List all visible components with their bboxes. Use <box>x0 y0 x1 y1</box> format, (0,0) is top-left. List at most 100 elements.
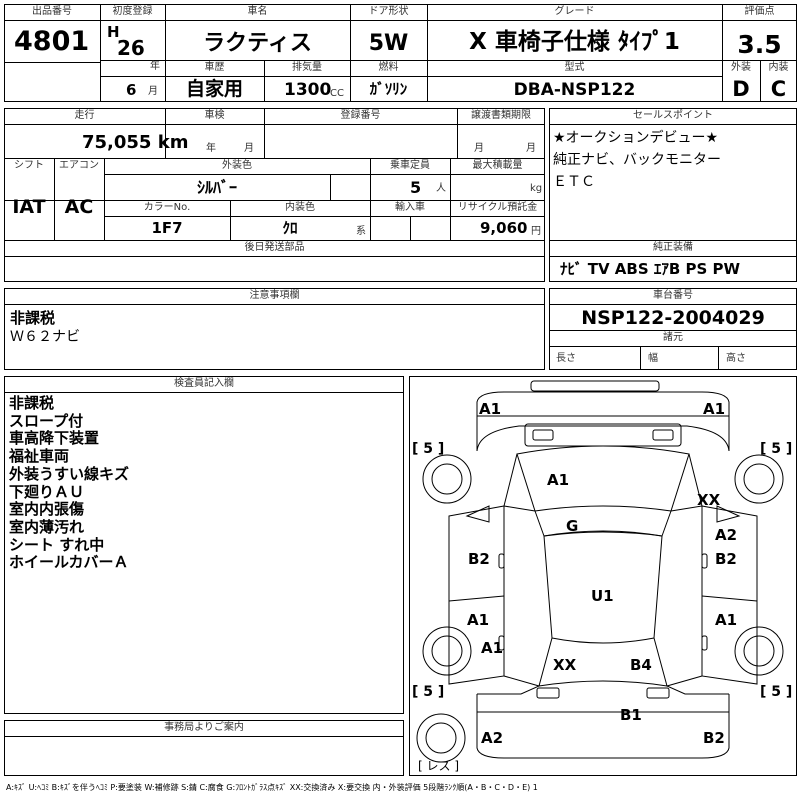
ext-color-label: 外装色 <box>222 160 252 171</box>
inspection-month: 月 <box>244 143 254 154</box>
transfer-day: 月 <box>526 143 536 154</box>
front-panel-shape <box>476 391 730 417</box>
damage-mark: XX <box>553 656 577 674</box>
damage-mark: A1 <box>703 400 726 418</box>
inspector-note: スロープ付 <box>9 411 84 430</box>
tire-depth-rear-right: [ 5 ] <box>760 684 793 700</box>
car-diagram <box>416 380 784 763</box>
damage-mark: B2 <box>703 729 725 747</box>
post-parts-label: 後日発送部品 <box>244 242 305 253</box>
recycle-label: リサイクル預託金 <box>457 202 538 213</box>
handle-shape <box>701 553 708 569</box>
damage-mark: XX <box>697 491 721 509</box>
capacity-value: 5 <box>410 178 422 197</box>
interior-grade: C <box>770 77 787 101</box>
color-no-value: 1F7 <box>151 219 183 237</box>
kei-unit: 系 <box>356 226 366 237</box>
sales-point-1: ★オークションデビュー★ <box>553 130 719 146</box>
inspector-note: シート すれ中 <box>9 535 105 554</box>
month-unit: 月 <box>148 86 158 97</box>
headlight-right-shape <box>652 429 674 441</box>
fuel-value: ｶﾞｿﾘﾝ <box>369 80 408 98</box>
inspection-label: 車検 <box>204 110 225 121</box>
genuine-label: 純正装備 <box>653 242 693 253</box>
car-name: ラクティス <box>203 31 312 56</box>
left-doors-shape <box>448 505 505 685</box>
chassis-box <box>549 288 797 370</box>
inspector-box <box>4 376 404 714</box>
year-unit: 年 <box>150 61 160 72</box>
inspector-note: 車高降下装置 <box>9 429 100 448</box>
reg-year: 26 <box>117 36 145 60</box>
taillight-left-shape <box>536 687 560 699</box>
displacement-label: 排気量 <box>292 62 322 73</box>
aircon-value: AC <box>64 196 94 218</box>
grade-value: X 車椅子仕様 ﾀｲﾌﾟ1 <box>469 29 680 55</box>
inspection-year: 年 <box>206 143 216 154</box>
front-bumper-shape <box>530 380 660 392</box>
capacity-label: 乗車定員 <box>390 160 430 171</box>
damage-mark: G <box>566 517 579 535</box>
model-type-value: DBA-NSP122 <box>513 80 636 100</box>
handle-shape <box>701 635 708 651</box>
header-grid <box>4 4 797 102</box>
damage-mark: A1 <box>481 639 504 657</box>
mileage-value: 75,055 km <box>82 132 189 153</box>
cowl-shape <box>534 510 672 537</box>
headlight-left-shape <box>532 429 554 441</box>
handle-shape <box>498 553 505 569</box>
damage-mark: A1 <box>479 400 502 418</box>
sales-point-3: ＥＴＣ <box>553 174 595 190</box>
equipment-value: ﾅﾋﾞ TV ABS ｴｱB PS PW <box>560 260 741 278</box>
shift-value: IAT <box>12 196 46 218</box>
color-no-label: カラーNo. <box>143 202 191 213</box>
rear-bumper-shape <box>476 712 730 759</box>
tire-depth-rear-left: [ 5 ] <box>412 684 445 700</box>
damage-mark: U1 <box>591 587 614 605</box>
note-1: 非課税 <box>10 309 56 327</box>
inspector-note: 非課税 <box>9 394 55 412</box>
rear-left-pillar-shape <box>477 675 541 695</box>
score-label: 評価点 <box>744 6 775 17</box>
inspector-note: 外装うすい線キズ <box>9 464 130 483</box>
era-letter: H <box>107 23 120 41</box>
office-label: 事務局よりご案内 <box>164 722 244 733</box>
lot-no-label: 出品番号 <box>32 6 72 17</box>
inspector-note: 福祉車両 <box>9 447 70 466</box>
taillight-right-shape <box>646 687 670 699</box>
left-door-split-shape <box>448 595 505 602</box>
damage-mark: A1 <box>467 611 490 629</box>
first-reg-label: 初度登録 <box>112 6 153 17</box>
kg-unit: kg <box>530 183 543 194</box>
detail-grid <box>4 108 545 282</box>
sales-point-2: 純正ナビ、バックモニター <box>553 152 721 168</box>
note-2: Ｗ６２ナビ <box>10 329 80 345</box>
damage-mark: B1 <box>620 706 642 724</box>
cc-unit: CC <box>330 88 344 99</box>
history-label: 車歴 <box>204 62 225 73</box>
notes-box <box>4 288 545 370</box>
model-type-label: 型式 <box>564 62 585 73</box>
reg-month: 6 <box>126 81 137 99</box>
inspector-notes: 非課税 スロープ付 車高降下装置 福祉車両 外装うすい線キズ 下廻りＡＵ 室内内… <box>9 394 130 572</box>
exterior-label: 外装 <box>731 62 751 73</box>
fuel-label: 燃料 <box>378 62 399 73</box>
inspector-note: 下廻りＡＵ <box>9 482 85 501</box>
lot-number: 4801 <box>14 26 90 57</box>
door-label: ドア形状 <box>368 6 409 17</box>
reg-no-label: 登録番号 <box>340 110 381 121</box>
inspector-note: 室内内張傷 <box>9 500 85 519</box>
width-label: 幅 <box>648 353 658 364</box>
height-label: 高さ <box>726 353 746 364</box>
damage-mark: A1 <box>715 611 738 629</box>
rear-glass-shape <box>538 637 668 687</box>
specs-label: 諸元 <box>663 332 683 343</box>
fender-shape <box>476 416 730 452</box>
inspector-note: ホイールカバーＡ <box>9 553 129 572</box>
exterior-grade: D <box>732 77 750 101</box>
grade-label: グレード <box>554 6 595 17</box>
tire-depth-front-right: [ 5 ] <box>760 441 793 457</box>
recycle-value: 9,060 <box>480 219 528 237</box>
notes-label: 注意事項欄 <box>249 290 300 301</box>
chassis-number: NSP122-2004029 <box>581 307 765 329</box>
